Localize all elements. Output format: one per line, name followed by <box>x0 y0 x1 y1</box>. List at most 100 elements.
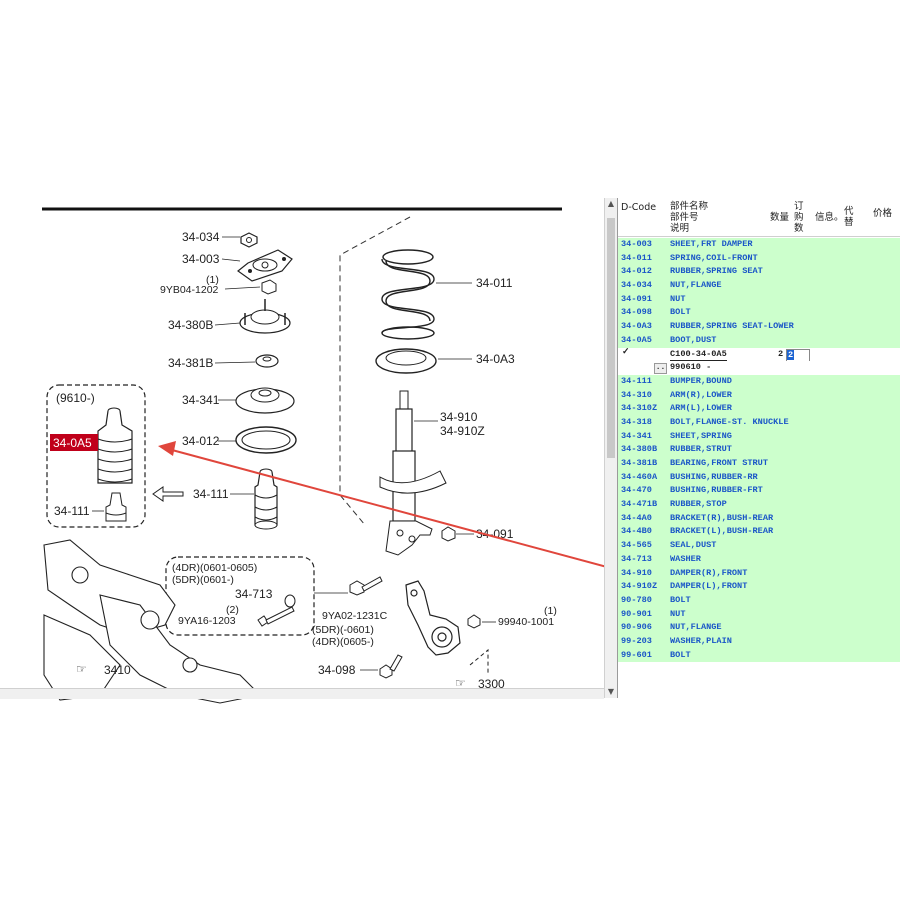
callout-9yb04: 9YB04-1202 <box>160 284 219 296</box>
header-name-line2: 部件号 <box>670 212 699 223</box>
row-part-name: NUT,FLANGE <box>670 280 722 291</box>
callout-99940: 99940-1001 <box>498 616 554 628</box>
scroll-up-icon[interactable]: ▲ <box>607 199 615 208</box>
order-qty-input[interactable]: 2 <box>786 348 810 362</box>
nut-34-034 <box>240 232 258 248</box>
row-part-name: BOLT <box>670 649 691 660</box>
row-dcode: 34-098 <box>621 307 652 318</box>
note-9ya16: (2) <box>226 604 239 616</box>
row-dcode: 34-091 <box>621 293 652 304</box>
table-row[interactable]: 99-601 BOLT <box>618 648 900 663</box>
row-dcode: 34-012 <box>621 266 652 277</box>
row-dcode: 34-003 <box>621 239 652 249</box>
steering-knuckle <box>405 580 461 656</box>
row-dcode: 34-4A0 <box>621 512 652 523</box>
callout-34-341: 34-341 <box>182 393 220 407</box>
callout-34-380b: 34-380B <box>168 318 213 332</box>
header-substitute[interactable]: 代 替 <box>844 206 854 228</box>
table-header: D-Code 部件名称 部件号 说明 数量 订 购 数 信息。 代 替 价格 <box>618 198 900 237</box>
bump-stop-34-111 <box>254 468 278 530</box>
note-4dr-b: (4DR)(0605-) <box>312 636 374 648</box>
row-dcode: 99-601 <box>621 649 652 660</box>
row-dcode: 34-341 <box>621 430 652 441</box>
row-part-name: BEARING,FRONT STRUT <box>670 458 768 468</box>
row-part-name: BOOT,DUST <box>670 334 717 345</box>
row-dcode: 34-565 <box>621 540 652 551</box>
header-name[interactable]: 部件名称 部件号 说明 <box>670 201 708 234</box>
row-dcode: 34-0A3 <box>621 321 652 332</box>
row-part-name: WASHER,PLAIN <box>670 635 732 646</box>
part-qty: 2 <box>778 348 784 359</box>
parts-diagram: 34-034 34-003 (1) 9YB04-1202 34-380B 34-… <box>42 207 562 704</box>
lower-seat-34-0a3 <box>375 348 437 374</box>
callout-34-003: 34-003 <box>182 252 220 266</box>
callout-34-098: 34-098 <box>318 663 356 677</box>
check-icon[interactable]: ✓ <box>622 346 630 357</box>
row-part-name: DAMPER(L),FRONT <box>670 581 748 592</box>
scroll-down-icon[interactable]: ▼ <box>607 687 615 696</box>
vertical-scrollbar[interactable]: ▲ ▼ <box>604 198 617 698</box>
header-info[interactable]: 信息。 <box>815 212 844 223</box>
header-price[interactable]: 价格 <box>873 208 893 219</box>
header-order[interactable]: 订 购 数 <box>794 201 804 234</box>
order-qty-value: 2 <box>787 349 795 360</box>
callout-9yb04-note: (1) <box>206 274 219 286</box>
row-dcode: 34-4B0 <box>621 526 652 537</box>
callout-34-034: 34-034 <box>182 230 220 244</box>
part-number: C100-34-0A5 <box>670 348 727 361</box>
table-row[interactable]: 34-091 NUT <box>618 292 900 307</box>
scroll-thumb[interactable] <box>607 218 615 458</box>
subframe-sketch <box>43 539 262 704</box>
row-part-name: RUBBER,SPRING SEAT <box>670 266 763 277</box>
expand-button[interactable]: .. <box>654 363 667 375</box>
row-dcode: 90-780 <box>621 594 652 605</box>
row-dcode: 34-310Z <box>621 403 658 414</box>
pointer-arrow-hollow <box>152 486 184 502</box>
horizontal-scrollbar[interactable] <box>0 688 604 699</box>
header-order-2: 购 <box>794 212 804 223</box>
damper-strut-34-910 <box>379 390 447 556</box>
table-row[interactable]: 34-003 SHEET,FRT DAMPER <box>618 238 900 252</box>
row-dcode: 99-203 <box>621 635 652 646</box>
header-qty[interactable]: 数量 <box>770 212 790 223</box>
note-5dr-a: (5DR)(0601-) <box>172 574 234 586</box>
ref-arrow-3300: ☞ <box>455 676 466 690</box>
spring-seat-34-341 <box>235 387 295 414</box>
row-part-name: SHEET,FRT DAMPER <box>670 239 753 249</box>
header-dcode[interactable]: D-Code <box>621 202 657 213</box>
row-part-name: NUT <box>670 293 686 304</box>
header-order-1: 订 <box>794 201 804 212</box>
table-row[interactable]: 34-012 RUBBER,SPRING SEAT <box>618 265 900 280</box>
highlight-34-0a5 <box>50 434 98 451</box>
row-part-name: BUSHING,RUBBER-FRT <box>670 485 763 496</box>
bolt-34-098 <box>379 654 403 679</box>
table-row[interactable]: 99-203 WASHER,PLAIN <box>618 634 900 649</box>
header-sub-1: 代 <box>844 206 854 217</box>
